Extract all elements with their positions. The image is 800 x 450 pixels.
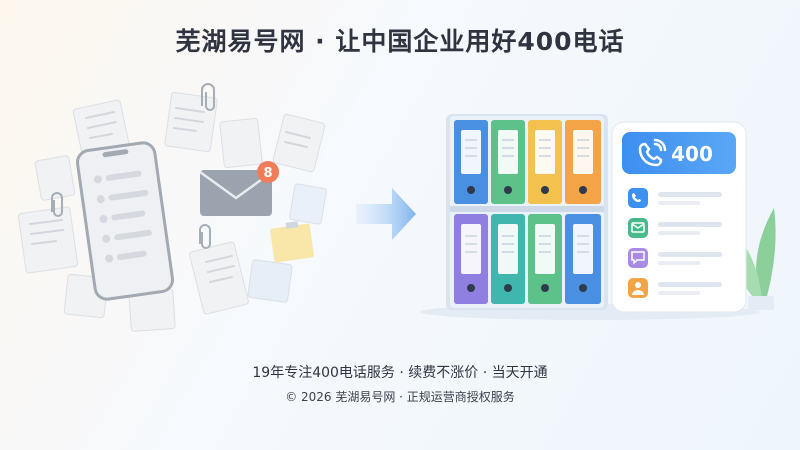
document — [289, 183, 327, 225]
document — [219, 117, 263, 169]
phone-400-label: 400 — [671, 142, 713, 166]
plant-icon — [737, 208, 776, 310]
document — [272, 113, 326, 173]
document — [34, 155, 76, 201]
notification-badge-count: 8 — [263, 166, 272, 181]
document — [247, 259, 293, 303]
document — [17, 206, 79, 274]
contact-card: 400 — [611, 121, 747, 313]
page-title: 芜湖易号网 · 让中国企业用好400电话 — [175, 27, 625, 56]
phone-icon — [628, 188, 648, 208]
document — [189, 241, 249, 315]
scattered-documents — [17, 91, 327, 332]
mail-icon — [199, 170, 273, 216]
arrow-right-icon — [356, 188, 416, 240]
chat-icon — [628, 248, 648, 268]
document — [164, 91, 218, 153]
smartphone — [75, 141, 175, 301]
service-tagline: 19年专注400电话服务 · 续费不涨价 · 当天开通 — [252, 365, 548, 381]
copyright-notice: © 2026 芜湖易号网 · 正规运营商授权服务 — [285, 390, 515, 404]
paperclip-icon — [51, 83, 215, 249]
sticky-note — [270, 223, 314, 263]
phone-call-icon — [638, 138, 667, 167]
notification-badge — [257, 161, 279, 183]
